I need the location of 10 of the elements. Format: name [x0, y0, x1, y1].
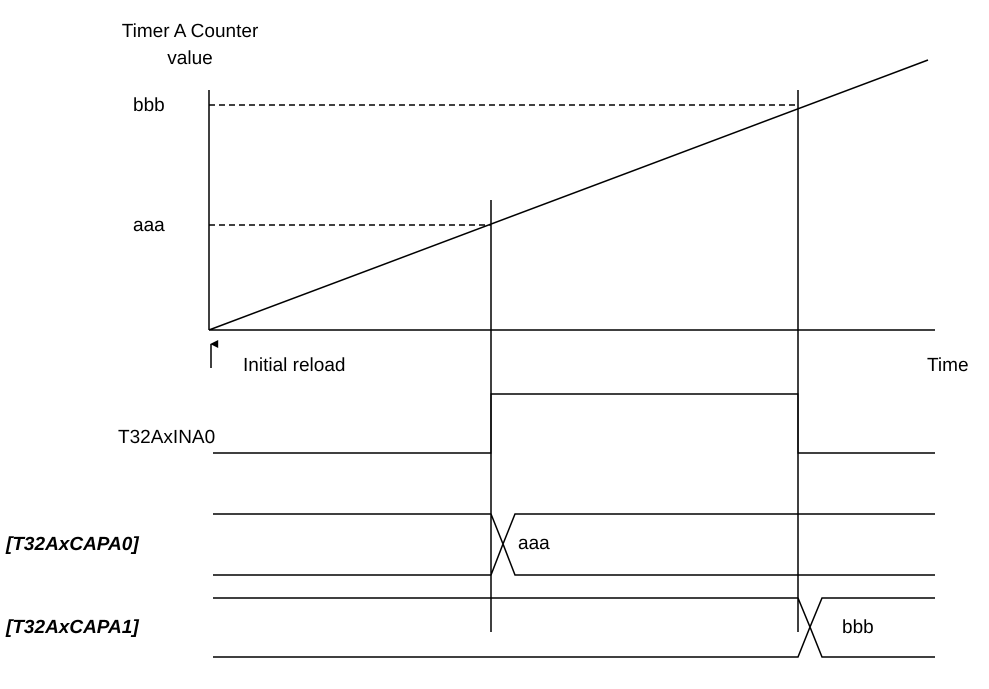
signal-name: T32AxINA0 — [118, 426, 216, 450]
axis-value-label: aaa — [133, 214, 165, 238]
register-name: [T32AxCAPA1] — [6, 616, 139, 640]
register-value: aaa — [518, 532, 550, 556]
axis-title: Time — [927, 354, 969, 378]
register-name: [T32AxCAPA0] — [6, 533, 139, 557]
event-label: Initial reload — [243, 354, 346, 378]
axis-title: Timer A Counter value — [120, 20, 260, 71]
axis-value-label: bbb — [133, 94, 165, 118]
register-value: bbb — [842, 616, 874, 640]
